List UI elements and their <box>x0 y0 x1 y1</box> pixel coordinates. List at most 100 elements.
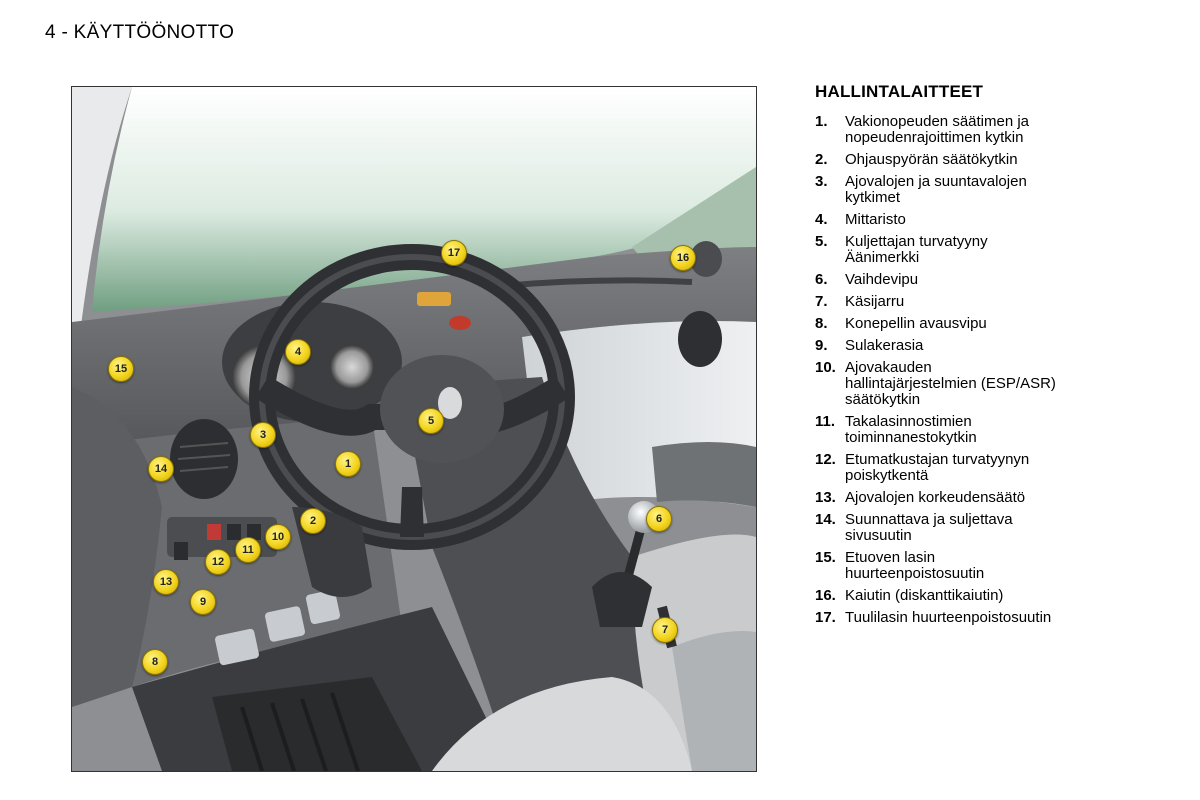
legend-item: 9. Sulakerasia <box>815 338 1175 354</box>
legend-item-number: 8. <box>815 315 828 332</box>
legend-item-number: 14. <box>815 511 836 528</box>
legend-item-text: Sulakerasia <box>845 338 1175 354</box>
legend-item-number: 16. <box>815 587 836 604</box>
legend-item-line: huurteenpoistosuutin <box>845 565 985 582</box>
legend-item-number: 6. <box>815 271 828 288</box>
center-console <box>402 377 672 771</box>
legend-item-text: Ajovalojen korkeudensäätö <box>845 490 1175 506</box>
legend-item-number: 4. <box>815 211 828 228</box>
brand-badge <box>438 387 462 419</box>
callout-8: 8 <box>142 649 168 675</box>
clutch-pedal <box>215 628 259 666</box>
legend-item-text: Käsijarru <box>845 294 1175 310</box>
legend-item-line: Etuoven lasin <box>845 549 936 566</box>
legend-item-line: sivusuutin <box>845 527 912 544</box>
legend-item-number: 2. <box>815 151 828 168</box>
legend-item-line: Vakionopeuden säätimen ja <box>845 113 1030 130</box>
legend-title: HALLINTALAITTEET <box>815 82 984 101</box>
legend-item: 6. Vaihdevipu <box>815 272 1175 288</box>
switch-b <box>247 524 261 540</box>
callout-7: 7 <box>652 617 678 643</box>
steering-lower-spoke <box>400 487 424 537</box>
legend-item-line: Ajovalojen ja suuntavalojen <box>845 173 1027 190</box>
legend-item-line: Äänimerkki <box>845 249 920 266</box>
legend-item-number: 3. <box>815 173 828 190</box>
legend-item-text: Konepellin avausvipu <box>845 316 1175 332</box>
legend-item-number: 11. <box>815 413 836 430</box>
legend-item: 4. Mittaristo <box>815 212 1175 228</box>
legend-item-line: Tuulilasin huurteenpoistosuutin <box>845 609 1052 626</box>
page-header: 4 - KÄYTTÖÖNOTTO <box>45 22 235 43</box>
legend-item-number: 10. <box>815 359 836 376</box>
tweeter-speaker <box>690 241 722 277</box>
callout-13: 13 <box>153 569 179 595</box>
legend-item-line: Vaihdevipu <box>845 271 919 288</box>
legend-item-text: Tuulilasin huurteenpoistosuutin <box>845 610 1175 626</box>
legend-item-line: nopeudenrajoittimen kytkin <box>845 129 1024 146</box>
legend-item: 17.Tuulilasin huurteenpoistosuutin <box>815 610 1175 626</box>
legend-item-number: 15. <box>815 549 836 566</box>
controls-legend: HALLINTALAITTEET 1. Vakionopeuden säätime… <box>815 82 1175 632</box>
callout-14: 14 <box>148 456 174 482</box>
tachometer <box>330 345 374 389</box>
switch-c <box>174 542 188 560</box>
legend-item-line: Etumatkustajan turvatyynyn <box>845 451 1030 468</box>
callout-15: 15 <box>108 356 134 382</box>
seat-cushion <box>672 631 756 771</box>
vent-slats <box>177 442 231 472</box>
accelerator-pedal <box>305 589 341 625</box>
floor-mat <box>212 677 422 771</box>
legend-item-number: 13. <box>815 489 836 506</box>
callout-6: 6 <box>646 506 672 532</box>
switch-a <box>227 524 241 540</box>
driver-seat <box>432 677 692 771</box>
legend-item-text: Kaiutin (diskanttikaiutin) <box>845 588 1175 604</box>
door-panel <box>72 387 162 707</box>
hazard-button <box>449 316 471 330</box>
dashboard-illustration: 17 16 15 4 5 3 1 14 2 10 11 12 13 9 6 7 … <box>71 86 757 772</box>
legend-item-text: Vaihdevipu <box>845 272 1175 288</box>
legend-item-line: säätökytkin <box>845 391 921 408</box>
legend-item-line: Kuljettajan turvatyyny <box>845 233 988 250</box>
callout-3: 3 <box>250 422 276 448</box>
mat-ribs <box>240 692 360 771</box>
legend-item-line: Ajovakauden <box>845 359 932 376</box>
legend-item-number: 7. <box>815 293 828 310</box>
brake-pedal <box>265 606 305 642</box>
legend-item-line: Takalasinnostimien <box>845 413 972 430</box>
legend-item: 2. Ohjauspyörän säätökytkin <box>815 152 1175 168</box>
legend-item: 8. Konepellin avausvipu <box>815 316 1175 332</box>
callout-1: 1 <box>335 451 361 477</box>
legend-item-number: 1. <box>815 113 828 130</box>
legend-item: 13. Ajovalojen korkeudensäätö <box>815 490 1175 506</box>
dashboard-drawing <box>72 87 756 771</box>
side-vent <box>170 419 238 499</box>
legend-item-line: poiskytkentä <box>845 467 929 484</box>
legend-item-line: Ajovalojen korkeudensäätö <box>845 489 1026 506</box>
callout-2: 2 <box>300 508 326 534</box>
legend-item-text: Ohjauspyörän säätökytkin <box>845 152 1175 168</box>
callout-16: 16 <box>670 245 696 271</box>
legend-item-number: 9. <box>815 337 828 354</box>
legend-item-line: Ohjauspyörän säätökytkin <box>845 151 1018 168</box>
legend-item-text: Mittaristo <box>845 212 1175 228</box>
right-vent <box>678 311 722 367</box>
passenger-airbag-lamp <box>417 292 451 306</box>
legend-item: 16. Kaiutin (diskanttikaiutin) <box>815 588 1175 604</box>
windshield <box>92 87 756 312</box>
legend-item-line: hallintajärjestelmien (ESP/ASR) <box>845 375 1056 392</box>
legend-item-line: Kaiutin (diskanttikaiutin) <box>845 587 1004 604</box>
